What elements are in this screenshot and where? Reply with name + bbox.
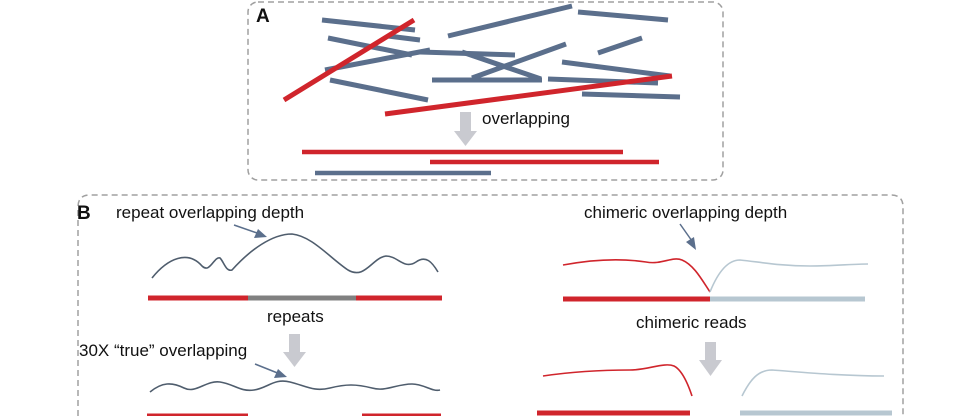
panel-a-frame	[247, 1, 724, 181]
read-segment	[471, 41, 567, 81]
true-depth-curve	[149, 380, 441, 393]
repeat-depth-label: repeat overlapping depth	[116, 203, 304, 222]
panel-a-letter: A	[256, 6, 270, 27]
overlapping-label: overlapping	[482, 109, 570, 128]
panel-b-frame	[77, 194, 904, 416]
panel-b-letter: B	[77, 203, 91, 224]
read-segment	[577, 9, 669, 23]
chimeric-depth-label: chimeric overlapping depth	[584, 203, 787, 222]
down-arrow-icon	[699, 342, 722, 376]
pointer-arrow-icon	[233, 224, 267, 238]
assembled-reads	[302, 149, 659, 176]
read-segment	[561, 59, 671, 79]
pointer-arrow-icon	[254, 363, 287, 378]
chimeric-depth-curve-red	[562, 258, 711, 293]
down-arrow-icon	[283, 334, 306, 367]
repeat-depth-curve	[151, 233, 439, 279]
scattered-reads	[282, 3, 681, 117]
down-arrow-icon	[454, 112, 477, 146]
true-overlap-label: 30X “true” overlapping	[79, 341, 247, 360]
pointer-arrow-icon	[679, 223, 696, 250]
read-segment	[447, 3, 573, 39]
read-segment	[581, 91, 681, 100]
chimeric-depth-curve-light	[709, 259, 869, 293]
read-segment-red	[282, 17, 416, 103]
read-segment	[597, 35, 643, 56]
read-segment	[329, 77, 429, 103]
read-segment-red	[384, 73, 673, 117]
split-curve-red	[542, 364, 693, 397]
read-segment	[387, 33, 421, 43]
split-curve-light	[741, 369, 885, 397]
chimeric-reads-label: chimeric reads	[636, 313, 747, 332]
repeats-label: repeats	[267, 307, 324, 326]
